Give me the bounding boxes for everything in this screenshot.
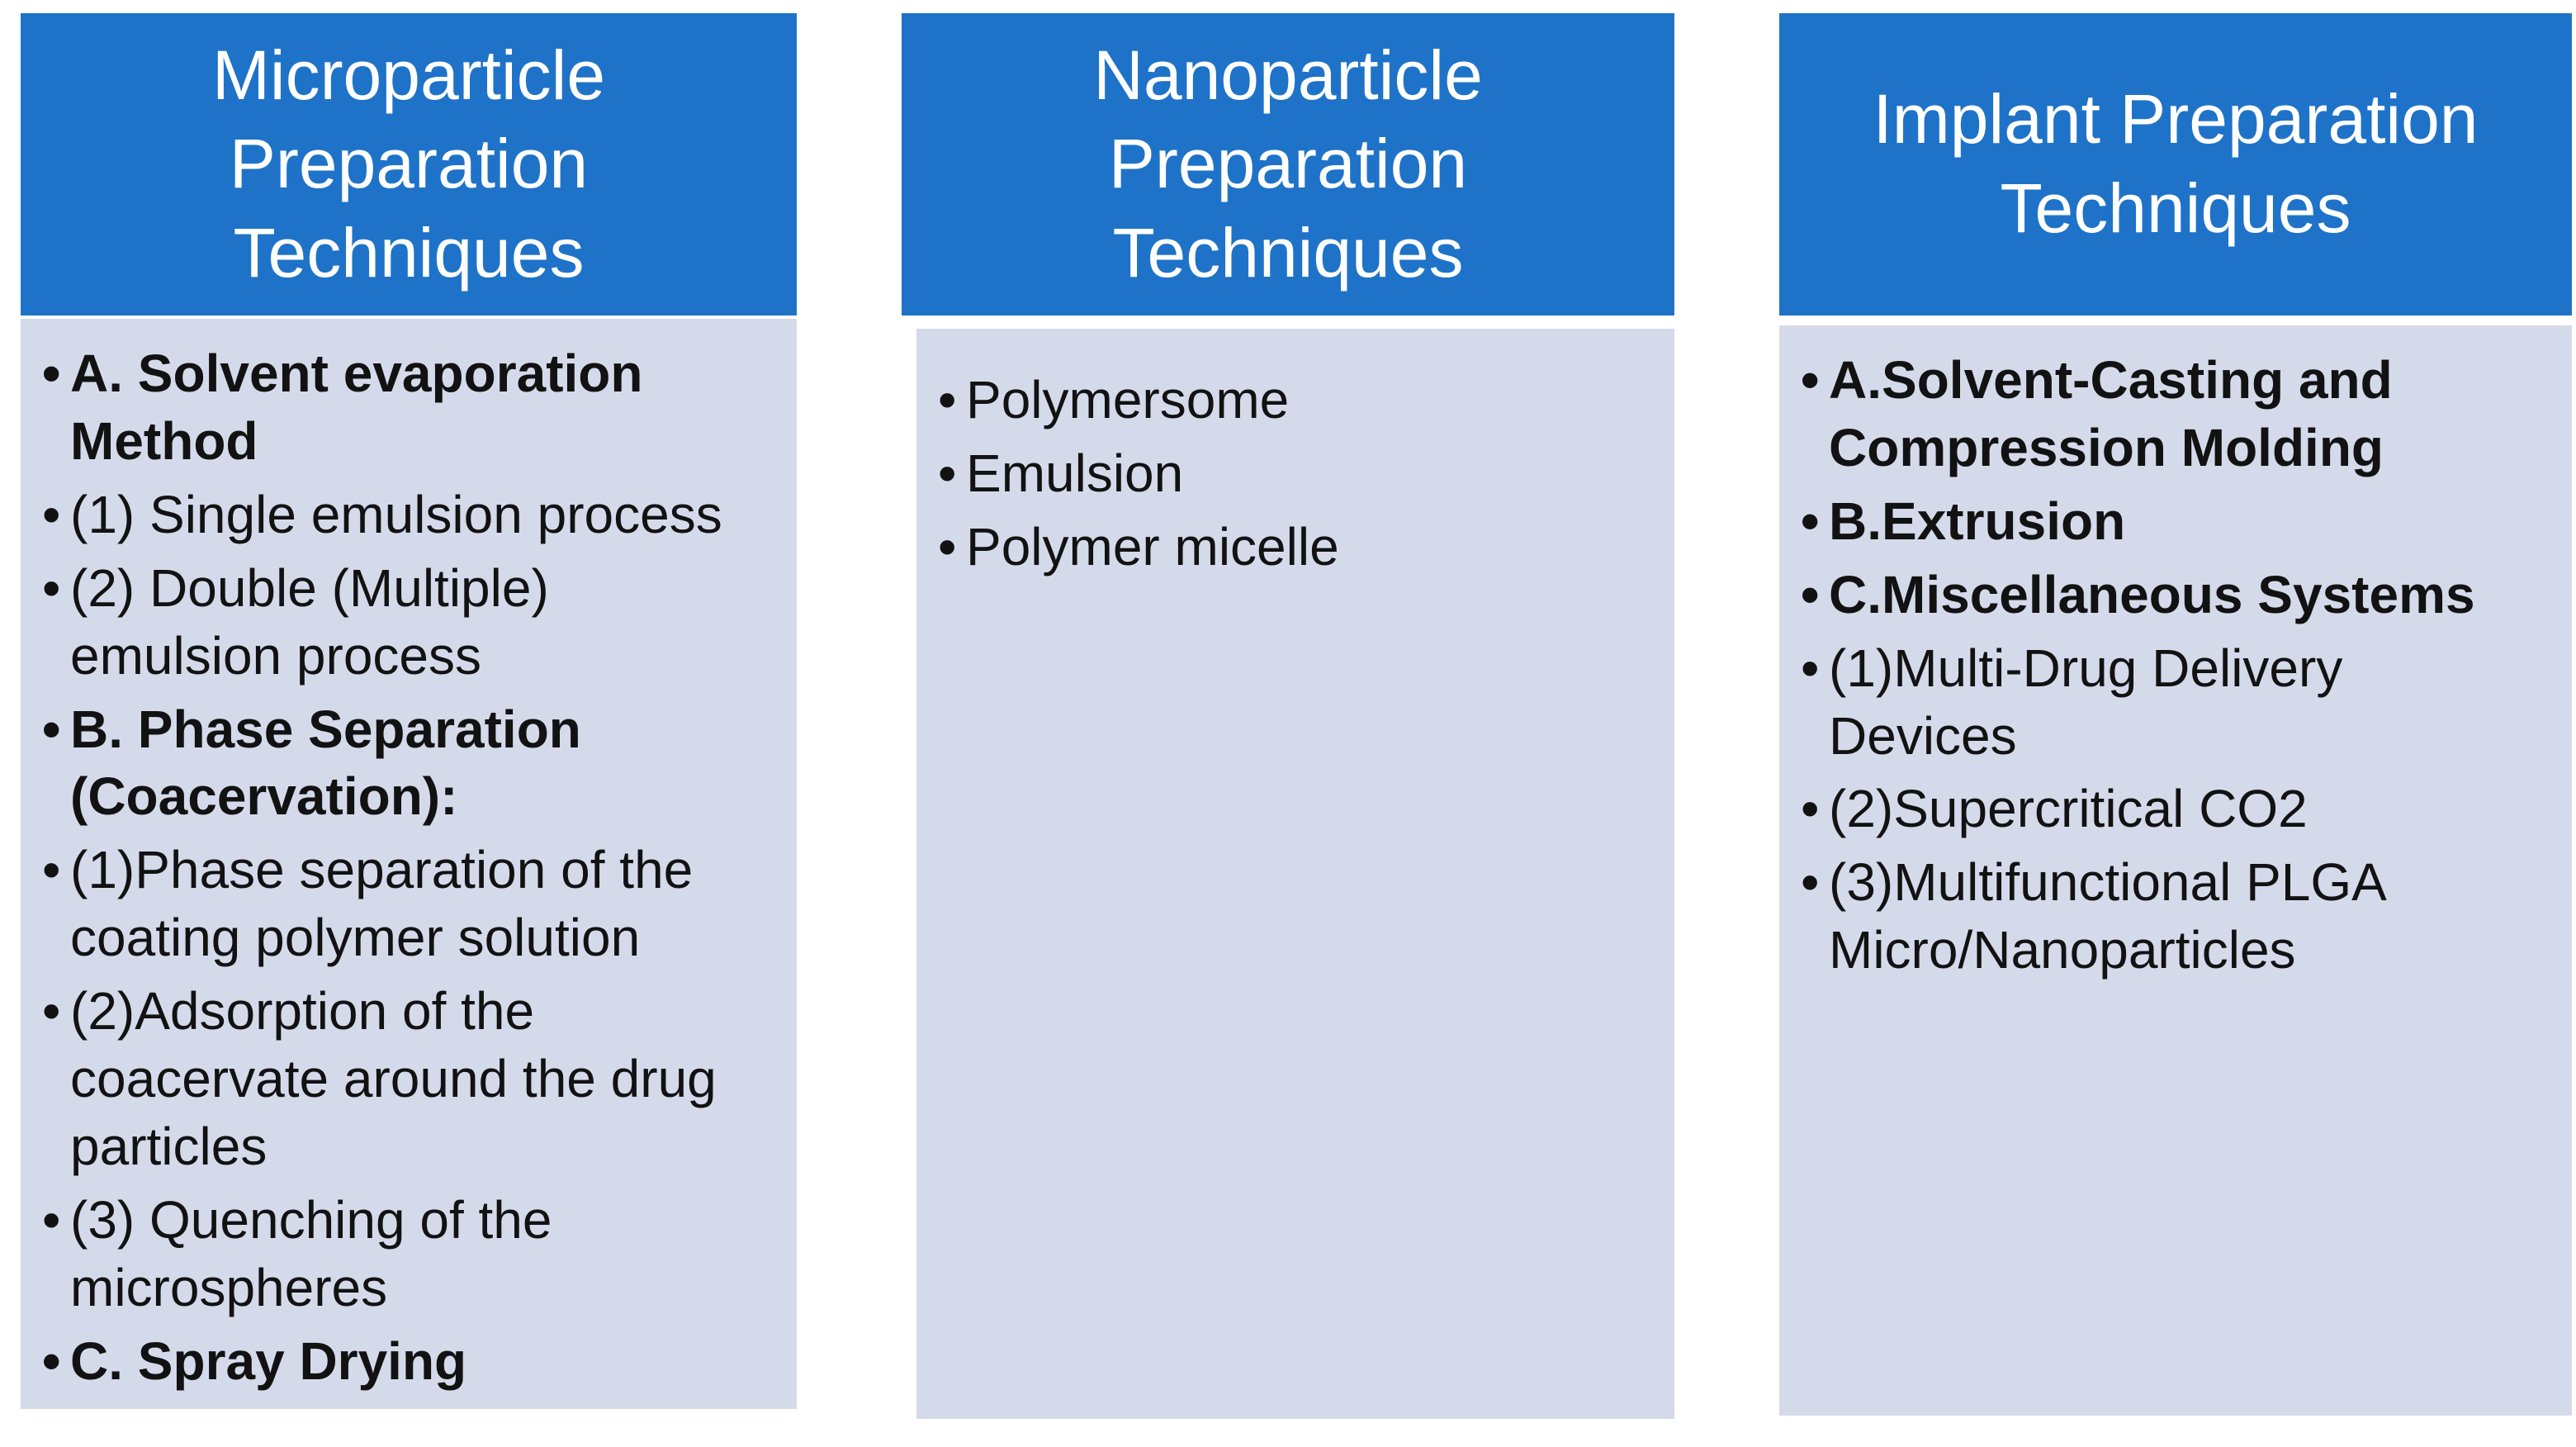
bullet-icon: • [1801, 350, 1820, 410]
list-item: • (3)Multifunctional PLGA Micro/Nanopart… [1801, 849, 2539, 984]
list-item-text: (2) Double (Multiple) emulsion process [70, 557, 549, 686]
list-item-text: Polymersome [966, 370, 1290, 429]
list-item: • B. Phase Separation (Coacervation): [42, 696, 764, 832]
bullet-icon: • [42, 557, 61, 618]
technique-list-nanoparticle: • Polymersome • Emulsion • Polymer micel… [938, 350, 1641, 581]
list-item-text: (3) Quenching of the microspheres [70, 1189, 552, 1317]
list-item-text: (1)Phase separation of the coating polym… [70, 840, 694, 968]
list-item: • B.Extrusion [1801, 488, 2539, 556]
bullet-icon: • [1801, 491, 1820, 551]
list-item: • (2)Supercritical CO2 [1801, 776, 2539, 843]
list-item: • A. Solvent evaporation Method [42, 340, 764, 476]
list-item-text: (1) Single emulsion process [70, 484, 722, 544]
list-item: • (1)Phase separation of the coating pol… [42, 837, 764, 972]
column-title-microparticle: Microparticle Preparation Techniques [211, 36, 606, 292]
list-item: • Polymersome [938, 367, 1641, 434]
bullet-icon: • [938, 516, 957, 576]
list-item-text: A. Solvent evaporation Method [70, 344, 643, 471]
list-item: • (3) Quenching of the microspheres [42, 1187, 764, 1322]
bullet-icon: • [1801, 779, 1820, 839]
list-item: • C. Spray Drying [42, 1328, 764, 1396]
column-nanoparticle: Nanoparticle Preparation Techniques • Po… [902, 13, 1674, 1419]
list-item-text: (2)Supercritical CO2 [1829, 779, 2308, 839]
column-header-implant: Implant Preparation Techniques [1779, 13, 2572, 315]
list-item-text: B.Extrusion [1829, 491, 2126, 551]
list-item-text: A.Solvent-Casting and Compression Moldin… [1829, 350, 2393, 477]
list-item: • Polymer micelle [938, 514, 1641, 581]
list-item-text: (2)Adsorption of the coacervate around t… [70, 981, 717, 1176]
list-item: • (1) Single emulsion process [42, 482, 764, 549]
bullet-icon: • [42, 344, 61, 403]
list-item-text: (3)Multifunctional PLGA Micro/Nanopartic… [1829, 852, 2384, 980]
bullet-icon: • [1801, 852, 1820, 913]
bullet-icon: • [42, 981, 61, 1041]
bullet-icon: • [1801, 564, 1820, 624]
technique-list-implant: • A.Solvent-Casting and Compression Mold… [1801, 347, 2539, 984]
bullet-icon: • [42, 699, 61, 759]
column-implant: Implant Preparation Techniques • A.Solve… [1779, 13, 2572, 1416]
column-header-microparticle: Microparticle Preparation Techniques [21, 13, 797, 315]
column-body-microparticle: • A. Solvent evaporation Method • (1) Si… [21, 319, 797, 1409]
column-microparticle: Microparticle Preparation Techniques • A… [21, 13, 797, 1409]
bullet-icon: • [938, 370, 957, 429]
bullet-icon: • [42, 840, 61, 900]
bullet-icon: • [938, 443, 957, 503]
list-item: • (1)Multi-Drug Delivery Devices [1801, 635, 2539, 771]
bullet-icon: • [42, 1331, 61, 1391]
list-item-text: C.Miscellaneous Systems [1829, 564, 2475, 624]
list-item: • C.Miscellaneous Systems [1801, 562, 2539, 629]
column-body-nanoparticle: • Polymersome • Emulsion • Polymer micel… [916, 329, 1674, 1419]
technique-list-microparticle: • A. Solvent evaporation Method • (1) Si… [42, 340, 764, 1396]
column-body-implant: • A.Solvent-Casting and Compression Mold… [1779, 325, 2572, 1416]
list-item-text: (1)Multi-Drug Delivery Devices [1829, 638, 2343, 766]
column-header-nanoparticle: Nanoparticle Preparation Techniques [902, 13, 1674, 315]
list-item: • (2)Adsorption of the coacervate around… [42, 978, 764, 1181]
list-item-text: B. Phase Separation (Coacervation): [70, 699, 581, 827]
list-item: • (2) Double (Multiple) emulsion process [42, 555, 764, 690]
bullet-icon: • [1801, 638, 1820, 698]
list-item-text: Polymer micelle [966, 516, 1339, 576]
list-item: • A.Solvent-Casting and Compression Mold… [1801, 347, 2539, 482]
column-title-implant: Implant Preparation Techniques [1873, 80, 2479, 247]
list-item: • Emulsion [938, 440, 1641, 508]
list-item-text: C. Spray Drying [70, 1331, 467, 1391]
list-item-text: Emulsion [966, 443, 1184, 503]
bullet-icon: • [42, 484, 61, 544]
column-title-nanoparticle: Nanoparticle Preparation Techniques [1093, 36, 1483, 292]
bullet-icon: • [42, 1189, 61, 1250]
